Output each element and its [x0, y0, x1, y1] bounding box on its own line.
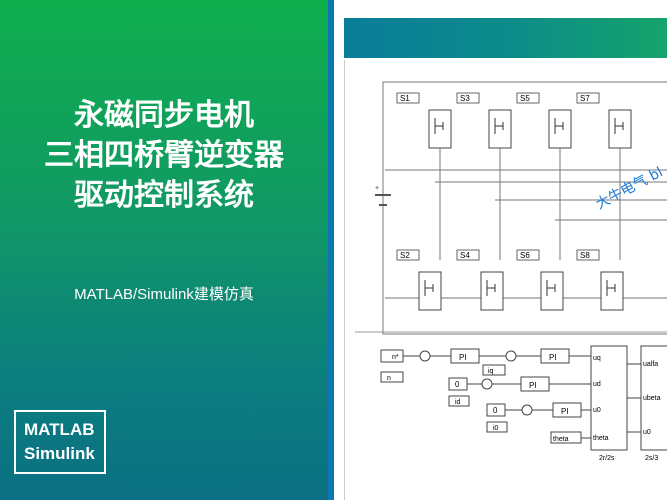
lower-switch-labels: S2 S4 S6 S8: [396, 249, 600, 261]
transform-2r2s-block[interactable]: [590, 345, 628, 451]
igbt-symbol-icon: [486, 280, 496, 296]
sum-junction-2[interactable]: [505, 350, 517, 362]
id-block[interactable]: [448, 395, 470, 407]
page-title: 永磁同步电机 三相四桥臂逆变器 驱动控制系统: [0, 96, 328, 216]
id-ref-label: 0: [455, 380, 460, 389]
battery-plus: +: [375, 185, 379, 192]
divider-bar: [328, 0, 334, 500]
left-title-panel: [0, 0, 328, 500]
port-theta: theta: [593, 435, 609, 442]
i0-label: i0: [493, 425, 499, 432]
upper-switch-tag-2: [456, 92, 480, 104]
igbt-symbol-icon: [546, 280, 556, 296]
iq-label: iq: [488, 368, 494, 375]
badge-line-1: MATLAB: [24, 420, 95, 439]
subtitle: MATLAB/Simulink建模仿真: [74, 286, 254, 303]
igbt-upper-1[interactable]: [428, 109, 452, 149]
upper-switch-label-1: S1: [400, 94, 410, 103]
igbt-lower-3[interactable]: [540, 271, 564, 311]
lower-switch-label-2: S4: [460, 251, 470, 260]
port-ubeta: ubeta: [643, 395, 661, 402]
igbt-symbol-icon: [434, 118, 444, 134]
sum-junction-1[interactable]: [419, 350, 431, 362]
title-line-2: 三相四桥臂逆变器: [44, 138, 284, 173]
lower-switch-label-1: S2: [400, 251, 410, 260]
lower-switch-tag-1: [396, 249, 420, 261]
transform-2s3-block[interactable]: [640, 345, 667, 451]
pi-i0-label: PI: [561, 407, 569, 416]
control-blocks: n* n PI PI iq 0 PI id 0 PI i0: [380, 345, 667, 462]
simulink-diagram-panel: + S1 S3 S5 S7: [344, 60, 667, 500]
inverter-frame: [382, 81, 667, 335]
sum-junction-3[interactable]: [481, 378, 493, 390]
igbt-lower-1[interactable]: [418, 271, 442, 311]
lower-switch-tag-3: [516, 249, 540, 261]
iq-block[interactable]: [482, 364, 506, 376]
id-label: id: [455, 399, 461, 406]
block-2s3-name: 2s/3: [645, 455, 658, 462]
upper-switch-label-3: S5: [520, 94, 530, 103]
upper-switch-tag-3: [516, 92, 540, 104]
pi-id-label: PI: [529, 381, 537, 390]
upper-switch-tag-1: [396, 92, 420, 104]
lower-switch-tag-2: [456, 249, 480, 261]
igbt-upper-3[interactable]: [548, 109, 572, 149]
speed-fb-label: n: [387, 375, 391, 382]
igbt-upper-2[interactable]: [488, 109, 512, 149]
port-uq: uq: [593, 355, 601, 362]
igbt-lower-4[interactable]: [600, 271, 624, 311]
upper-switch-label-4: S7: [580, 94, 590, 103]
sum-junction-4[interactable]: [521, 404, 533, 416]
pi-speed-label: PI: [459, 353, 467, 362]
igbt-symbol-icon: [554, 118, 564, 134]
upper-igbt-blocks: [428, 109, 632, 149]
igbt-lower-2[interactable]: [480, 271, 504, 311]
matlab-simulink-badge: MATLAB Simulink: [14, 410, 106, 474]
header-band: [344, 18, 667, 58]
title-line-3: 驱动控制系统: [74, 178, 254, 213]
title-line-1: 永磁同步电机: [74, 98, 254, 133]
igbt-symbol-icon: [424, 280, 434, 296]
lower-switch-label-4: S8: [580, 251, 590, 260]
badge-line-2: Simulink: [24, 444, 95, 463]
port-u0: u0: [593, 407, 601, 414]
igbt-symbol-icon: [614, 118, 624, 134]
speed-ref-label: n*: [392, 354, 399, 361]
pi-iq-label: PI: [549, 353, 557, 362]
igbt-symbol-icon: [606, 280, 616, 296]
lower-switch-label-3: S6: [520, 251, 530, 260]
lower-igbt-blocks: [418, 271, 624, 311]
upper-switch-label-2: S3: [460, 94, 470, 103]
port-u0b: u0: [643, 429, 651, 436]
i0-ref-label: 0: [493, 406, 498, 415]
igbt-upper-4[interactable]: [608, 109, 632, 149]
port-ud: ud: [593, 381, 601, 388]
block-2r2s-name: 2r/2s: [599, 455, 615, 462]
igbt-symbol-icon: [494, 118, 504, 134]
i0-block[interactable]: [486, 421, 508, 433]
upper-switch-tag-4: [576, 92, 600, 104]
theta-label: theta: [553, 436, 569, 443]
upper-switch-labels: S1 S3 S5 S7: [396, 92, 600, 104]
lower-switch-tag-4: [576, 249, 600, 261]
port-ualfa: ualfa: [643, 361, 658, 368]
simulink-diagram: + S1 S3 S5 S7: [355, 81, 667, 462]
speed-fb-block[interactable]: [380, 371, 404, 383]
